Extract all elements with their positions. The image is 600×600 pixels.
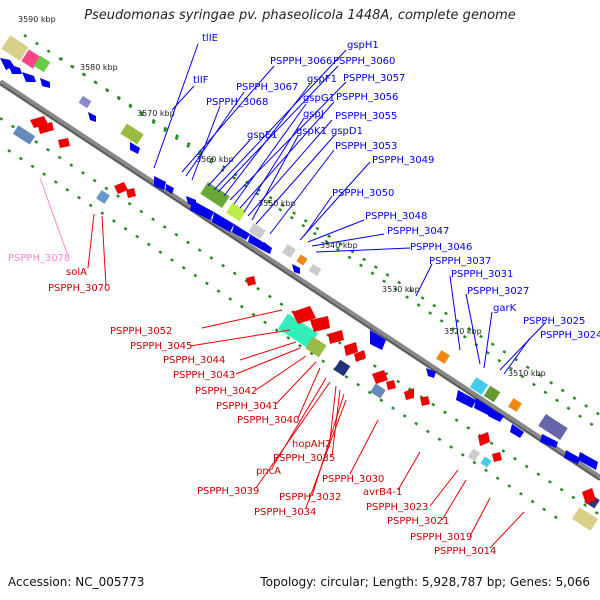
gene-label: PSPPH_3068 bbox=[206, 97, 268, 108]
gene-label: PSPPH_3041 bbox=[216, 401, 278, 412]
gene-label: avrB4-1 bbox=[363, 487, 402, 498]
kbp-marker: 3560 kbp bbox=[196, 155, 234, 164]
gene-label: PSPPH_3023 bbox=[366, 502, 428, 513]
kbp-marker: 3540 kbp bbox=[320, 241, 358, 250]
gene-label: PSPPH_3067 bbox=[236, 82, 298, 93]
genome-backbone bbox=[0, 79, 600, 481]
gene-label: PSPPH_3070 bbox=[48, 283, 110, 294]
gene-label: PSPPH_3025 bbox=[523, 316, 585, 327]
gene-label: PSPPH_3052 bbox=[110, 326, 172, 337]
gene-label: tlIF bbox=[193, 75, 209, 86]
gene-label: PSPPH_3060 bbox=[333, 56, 395, 67]
gene-label: pncA bbox=[256, 466, 281, 477]
kbp-marker: 3510 kbp bbox=[508, 369, 546, 378]
gene-label: gspF1 bbox=[307, 74, 337, 85]
gene-label: PSPPH_3078 bbox=[8, 253, 70, 264]
gene-label: PSPPH_3053 bbox=[335, 141, 397, 152]
tick-tracks bbox=[0, 33, 600, 522]
gene-label: hopAH2 bbox=[292, 439, 332, 450]
gene-label: PSPPH_3047 bbox=[387, 226, 449, 237]
kbp-marker: 3530 kbp bbox=[382, 285, 420, 294]
gene-label: PSPPH_3044 bbox=[163, 355, 225, 366]
gene-label: PSPPH_3014 bbox=[434, 546, 496, 557]
gene-label: PSPPH_3057 bbox=[343, 73, 405, 84]
gene-label: gspE1 bbox=[247, 130, 278, 141]
gene-label: gspD1 bbox=[331, 126, 363, 137]
gene-label: solA bbox=[66, 267, 87, 278]
plus-strand-genes bbox=[0, 58, 598, 470]
gene-label: gspJ bbox=[303, 109, 324, 120]
gene-label: PSPPH_3042 bbox=[195, 386, 257, 397]
gene-label: PSPPH_3055 bbox=[335, 111, 397, 122]
kbp-marker: 3570 kbp bbox=[137, 109, 175, 118]
gene-label: PSPPH_3037 bbox=[429, 256, 491, 267]
gene-label: PSPPH_3021 bbox=[387, 516, 449, 527]
kbp-marker: 3550 kbp bbox=[258, 199, 296, 208]
gene-label: PSPPH_3043 bbox=[173, 370, 235, 381]
gene-label: PSPPH_3040 bbox=[237, 415, 299, 426]
gene-label: PSPPH_3035 bbox=[273, 453, 335, 464]
gene-label: PSPPH_3048 bbox=[365, 211, 427, 222]
minus-strand-genes bbox=[30, 116, 596, 504]
genome-title: Pseudomonas syringae pv. phaseolicola 14… bbox=[84, 8, 516, 23]
gene-label: gspK1 bbox=[296, 126, 327, 137]
gene-label: PSPPH_3046 bbox=[410, 242, 472, 253]
gene-label: PSPPH_3066 bbox=[270, 56, 332, 67]
red-leader-lines bbox=[87, 213, 525, 549]
red-gene-labels: solA PSPPH_3070 PSPPH_3052 PSPPH_3045 PS… bbox=[48, 267, 496, 557]
pink-leader-line bbox=[39, 177, 69, 257]
gene-label: PSPPH_3031 bbox=[451, 269, 513, 280]
gene-label: PSPPH_3050 bbox=[332, 188, 394, 199]
gene-label: PSPPH_3030 bbox=[322, 474, 384, 485]
gene-label: PSPPH_3024 bbox=[540, 330, 600, 341]
gene-label: PSPPH_3039 bbox=[197, 486, 259, 497]
blue-gene-labels: tlIE tlIF PSPPH_3066 PSPPH_3067 PSPPH_30… bbox=[193, 33, 600, 341]
gene-label: gspH1 bbox=[347, 40, 379, 51]
gene-label: garK bbox=[493, 303, 517, 314]
gene-label: PSPPH_3056 bbox=[336, 92, 398, 103]
blue-leader-lines bbox=[153, 43, 547, 375]
kbp-marker: 3580 kbp bbox=[80, 63, 118, 72]
gene-label: PSPPH_3034 bbox=[254, 507, 316, 518]
gene-label: PSPPH_3045 bbox=[130, 341, 192, 352]
gene-label: PSPPH_3027 bbox=[467, 286, 529, 297]
genome-stats-text: Topology: circular; Length: 5,928,787 bp… bbox=[260, 575, 590, 589]
gene-label: gspG1 bbox=[303, 93, 335, 104]
gene-label: PSPPH_3049 bbox=[372, 155, 434, 166]
gene-label: PSPPH_3032 bbox=[279, 492, 341, 503]
gene-blocks bbox=[1, 35, 600, 531]
kbp-marker: 3590 kbp bbox=[18, 15, 56, 24]
kbp-marker: 3520 kbp bbox=[444, 327, 482, 336]
accession-text: Accession: NC_005773 bbox=[8, 575, 145, 589]
gene-label: PSPPH_3019 bbox=[410, 532, 472, 543]
gene-label: tlIE bbox=[202, 33, 218, 44]
